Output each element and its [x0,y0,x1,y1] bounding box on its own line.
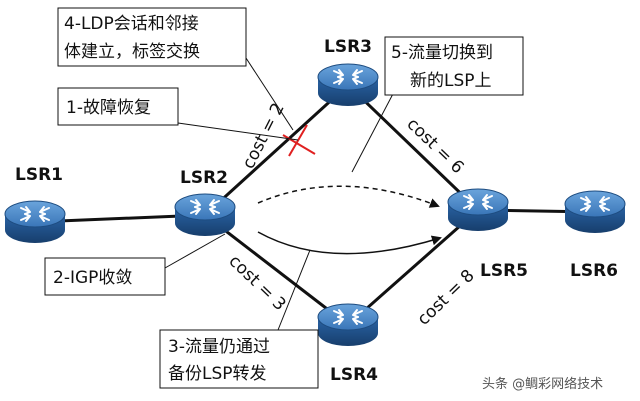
callout-step3-box [159,329,319,389]
router-lsr4-icon [317,303,379,347]
callout-step1-text: 1-故障恢复 [66,98,151,118]
router-lsr3-icon [317,63,379,107]
link-lsr2-lsr4 [204,213,349,327]
callout-step4-box [57,7,247,67]
callout-step4-line2: 体建立，标签交换 [64,42,200,62]
callout-step4-line1: 4-LDP会话和邻接 [64,14,199,34]
callout-step4-leader [245,57,294,131]
callout-step3-line2: 备份LSP转发 [168,364,267,384]
new-lsp-path [257,185,440,208]
node-label-lsr5: LSR5 [480,261,528,281]
backup-lsp-path [257,231,442,255]
router-lsr1-icon [4,200,66,244]
node-label-lsr3: LSR3 [324,37,372,57]
link-lsr4-lsr5 [347,208,479,327]
link-lsr2-lsr3 [203,83,350,217]
cost-label-lsr4-lsr5: cost = 8 [414,266,479,330]
callout-step3-line1: 3-流量仍通过 [168,337,270,357]
node-label-lsr1: LSR1 [15,165,63,185]
callout-step2-text: 2-IGP收敛 [53,268,132,288]
node-label-lsr4: LSR4 [330,365,378,385]
callout-step2-leader [164,233,226,269]
callout-step5-line2: 新的LSP上 [410,71,492,91]
router-lsr6-icon [564,190,626,234]
callout-step2-box [44,257,166,296]
router-lsr5-icon [447,188,509,232]
cost-label-lsr2-lsr4: cost = 3 [225,251,290,315]
router-lsr2-icon [174,193,236,237]
callout-step1-box [57,87,179,126]
node-label-lsr6: LSR6 [570,261,618,281]
watermark-text: 头条 @鲷彩网络技术 [482,376,603,392]
callout-step5-line1: 5-流量切换到 [391,43,493,63]
callout-step5-box [384,36,524,96]
link-lsr3-lsr5 [346,83,480,212]
callout-step3-leader [277,249,311,331]
callout-step5-leader [351,89,396,173]
callout-step1-leader [177,122,299,141]
node-label-lsr2: LSR2 [180,168,228,188]
